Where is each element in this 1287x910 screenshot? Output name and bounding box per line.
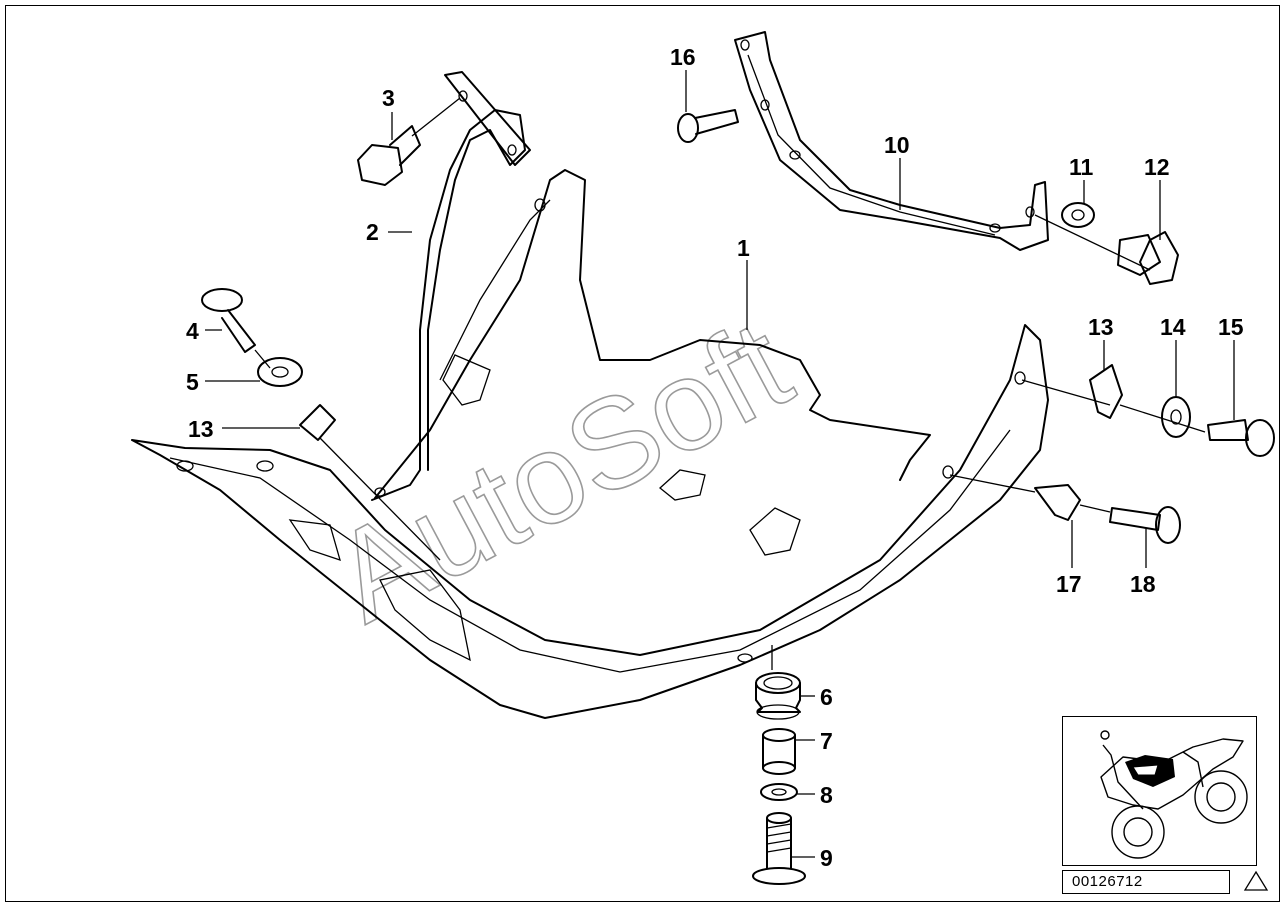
callout-6: 6: [820, 684, 833, 710]
part-12-hex-bolt: [1117, 231, 1179, 285]
part-13-clip-right: [1021, 364, 1123, 419]
callout-4: 4: [186, 318, 199, 344]
part-5-washer: [257, 357, 303, 387]
callout-labels: 1 2 3 4 5 13 16 10 11 12 13 14 15 17 18 …: [186, 44, 1244, 871]
part-10-bracket: [734, 31, 1151, 271]
callout-5: 5: [186, 369, 199, 395]
callout-2: 2: [366, 219, 379, 245]
callout-9: 9: [820, 845, 833, 871]
callout-3: 3: [382, 85, 395, 111]
part-18-screw: [1079, 504, 1181, 544]
diagram-frame: [5, 5, 1280, 902]
part-1-belly-pan: [131, 169, 1049, 719]
callout-13-right: 13: [1088, 314, 1114, 340]
callout-12: 12: [1144, 154, 1170, 180]
warning-triangle-icon: [1243, 870, 1269, 891]
watermark: AutoSoft: [311, 293, 812, 650]
part-15-screw: [1119, 404, 1275, 457]
callout-18: 18: [1130, 571, 1156, 597]
part-13-clip-left: [299, 404, 441, 561]
part-17-expansion-nut: [949, 474, 1081, 521]
document-number: 00126712: [1062, 870, 1230, 894]
callout-16: 16: [670, 44, 696, 70]
motorcycle-thumbnail-icon: [1100, 730, 1248, 859]
vehicle-locator-inset: [1062, 716, 1257, 866]
callout-8: 8: [820, 782, 833, 808]
callout-7: 7: [820, 728, 833, 754]
part-9-screw: [752, 812, 806, 885]
callout-1: 1: [737, 235, 750, 261]
callout-leaders: [205, 70, 1235, 858]
callout-11: 11: [1069, 154, 1094, 180]
part-16-bolt: [677, 109, 739, 143]
callout-17: 17: [1056, 571, 1082, 597]
part-7-spacer-sleeve: [762, 728, 796, 775]
part-8-washer: [760, 783, 798, 801]
part-11-washer: [1061, 202, 1095, 228]
part-6-rubber-mount: [755, 672, 801, 720]
callout-10: 10: [884, 132, 910, 158]
part-2-bracket: [371, 71, 531, 501]
part-14-washer: [1161, 396, 1191, 438]
callout-13-left: 13: [188, 416, 214, 442]
callout-15: 15: [1218, 314, 1244, 340]
part-4-screw: [201, 288, 271, 369]
callout-14: 14: [1160, 314, 1186, 340]
part-3-socket-bolt: [357, 97, 461, 186]
